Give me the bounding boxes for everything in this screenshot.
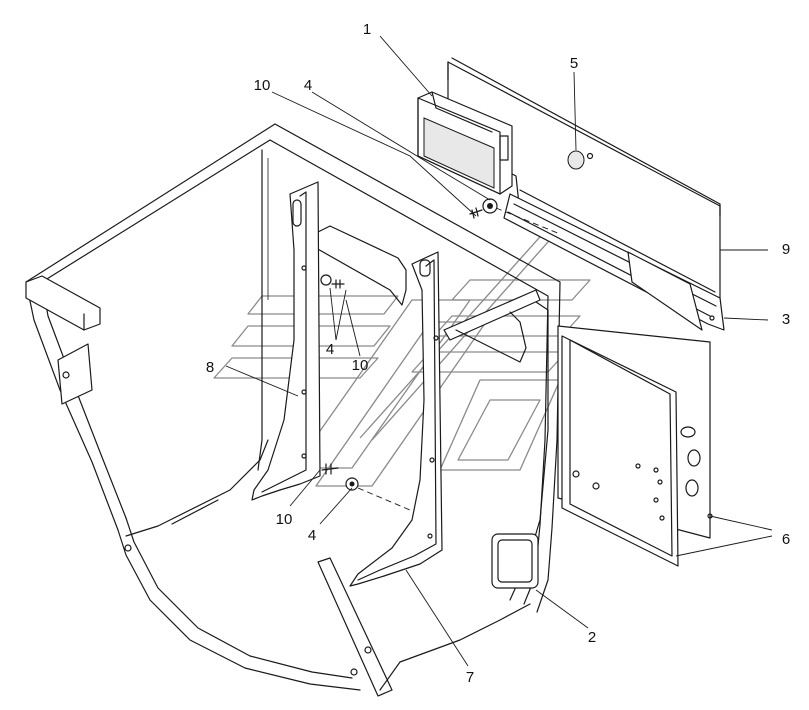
callout-7: 7 — [466, 669, 474, 686]
callout-4-mid: 4 — [326, 341, 334, 358]
callout-10-bottom: 10 — [276, 511, 293, 528]
callout-2: 2 — [588, 629, 596, 646]
callout-labels: 1 5 10 4 9 3 4 10 8 10 4 6 2 7 — [206, 21, 790, 686]
trim-panel-left — [251, 181, 321, 501]
callout-5: 5 — [570, 55, 578, 72]
callout-10-top: 10 — [254, 77, 271, 94]
callout-1: 1 — [363, 21, 371, 38]
pad-2 — [491, 533, 539, 589]
trim-panel-right — [349, 251, 443, 587]
fastener-group-middle — [320, 274, 345, 289]
callout-4-bottom: 4 — [308, 527, 316, 544]
callout-6: 6 — [782, 531, 790, 548]
leader-lines — [225, 35, 773, 667]
callout-8: 8 — [206, 359, 214, 376]
knob-5 — [567, 150, 594, 170]
rail-3 — [503, 193, 725, 331]
fastener-group-top — [469, 198, 561, 235]
callout-9: 9 — [782, 241, 790, 258]
callout-3: 3 — [782, 311, 790, 328]
fastener-group-bottom — [321, 463, 411, 511]
callout-10-mid: 10 — [352, 357, 369, 374]
storage-box-1 — [417, 91, 513, 195]
side-panel-6 — [557, 325, 713, 567]
callout-4-top: 4 — [304, 77, 312, 94]
